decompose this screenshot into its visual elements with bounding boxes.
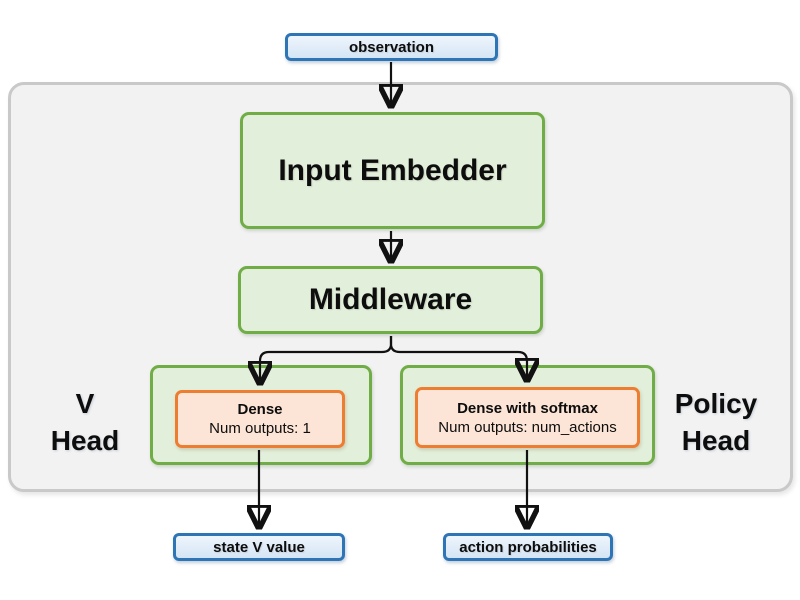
- v-dense-subtitle: Num outputs: 1: [209, 420, 311, 437]
- input-embedder-label: Input Embedder: [278, 153, 507, 187]
- action-probabilities-label: action probabilities: [459, 538, 597, 556]
- policy-dense-title: Dense with softmax: [457, 399, 598, 417]
- policy-dense-subtitle: Num outputs: num_actions: [438, 418, 617, 436]
- state-v-value-label: state V value: [213, 538, 305, 556]
- policy-dense-node: Dense with softmax Num outputs: num_acti…: [415, 387, 640, 448]
- v-dense-node: Dense Num outputs: 1: [175, 390, 345, 448]
- observation-label: observation: [348, 38, 435, 56]
- state-v-value-node: state V value: [173, 533, 345, 561]
- action-probabilities-node: action probabilities: [443, 533, 613, 561]
- policy-head-label: Policy Head: [674, 388, 758, 456]
- input-embedder-node: Input Embedder: [240, 112, 545, 229]
- observation-node: observation: [285, 33, 498, 61]
- v-head-label: V Head: [50, 388, 120, 456]
- v-dense-title: Dense: [237, 401, 283, 418]
- middleware-label: Middleware: [308, 283, 473, 316]
- middleware-node: Middleware: [238, 266, 543, 334]
